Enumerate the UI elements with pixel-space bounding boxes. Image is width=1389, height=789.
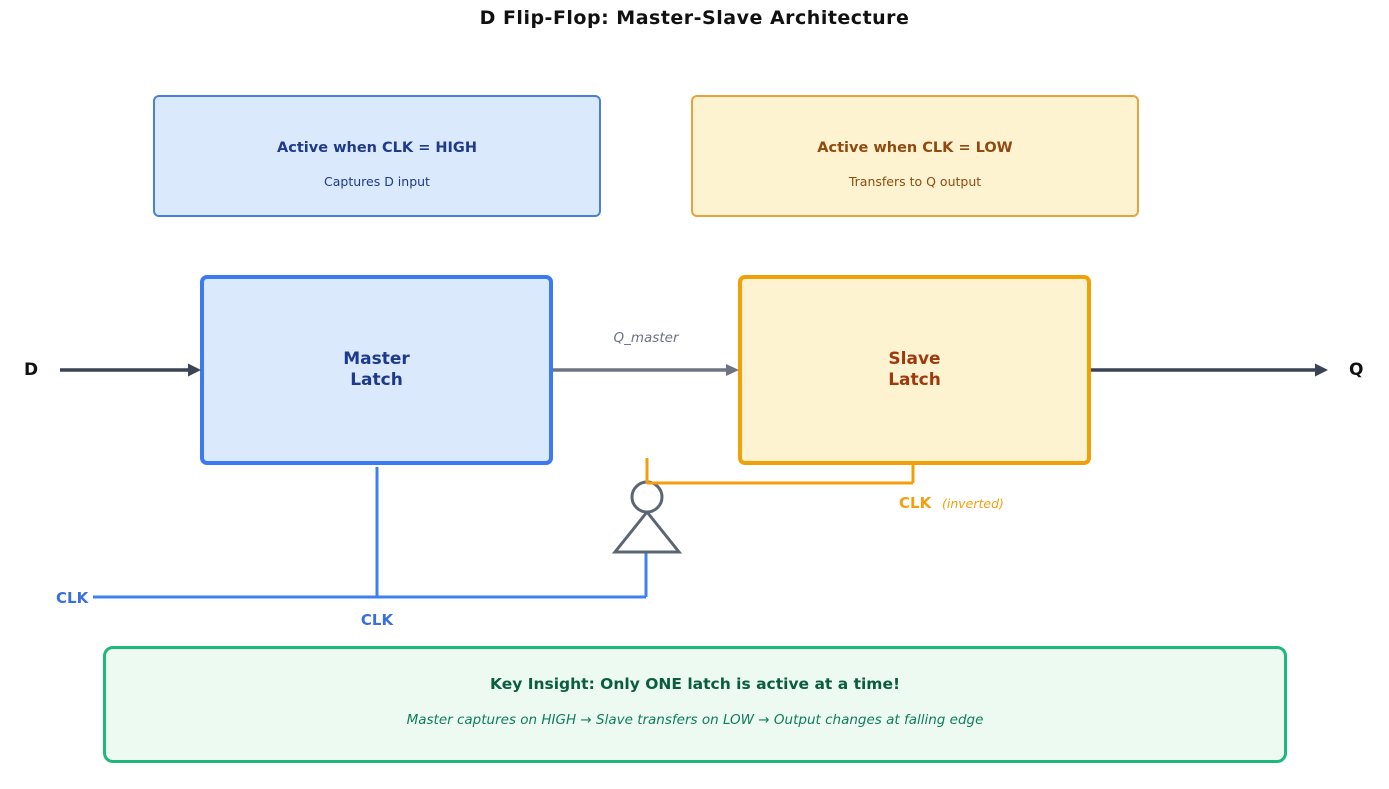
key-insight-title: Key Insight: Only ONE latch is active at… (489, 675, 901, 693)
master-info-subtitle: Captures D input (324, 174, 430, 189)
clk-inverted-label: CLK (899, 494, 932, 512)
clk-inverted-wire (645, 458, 915, 485)
master-latch-label-line1: Master (343, 349, 410, 369)
slave-latch-block: Slave Latch (738, 275, 1091, 465)
key-insight-box: Key Insight: Only ONE latch is active at… (103, 646, 1287, 763)
slave-latch-label-line2: Latch (888, 370, 941, 390)
q-output-label: Q (1349, 360, 1364, 380)
q-master-label: Q_master (613, 330, 679, 346)
clk-inverted-note: (inverted) (942, 496, 1004, 511)
master-latch-block: Master Latch (200, 275, 553, 465)
slave-latch-label-line1: Slave (888, 349, 941, 369)
key-insight-subtitle: Master captures on HIGH → Slave transfer… (406, 712, 984, 728)
master-info-box: Active when CLK = HIGH Captures D input (153, 95, 601, 217)
master-info-title: Active when CLK = HIGH (277, 140, 477, 156)
slave-info-title: Active when CLK = LOW (817, 140, 1013, 156)
inverter-bubble-icon (630, 480, 664, 514)
clk-wire (93, 467, 648, 599)
clk-source-label: CLK (56, 589, 89, 607)
slave-latch-label: Slave Latch (888, 349, 941, 391)
d-input-arrowhead-icon (188, 363, 201, 377)
master-latch-label-line2: Latch (350, 370, 403, 390)
slave-info-box: Active when CLK = LOW Transfers to Q out… (691, 95, 1139, 217)
d-input-label: D (24, 360, 39, 380)
page-title: D Flip-Flop: Master-Slave Architecture (479, 7, 910, 29)
q-output-arrowhead-icon (1315, 363, 1328, 377)
inverter-triangle-icon (611, 509, 683, 554)
slave-info-subtitle: Transfers to Q output (848, 174, 982, 189)
q-master-arrowhead-icon (726, 364, 739, 376)
master-latch-label: Master Latch (343, 349, 410, 391)
clk-master-label: CLK (360, 611, 394, 629)
